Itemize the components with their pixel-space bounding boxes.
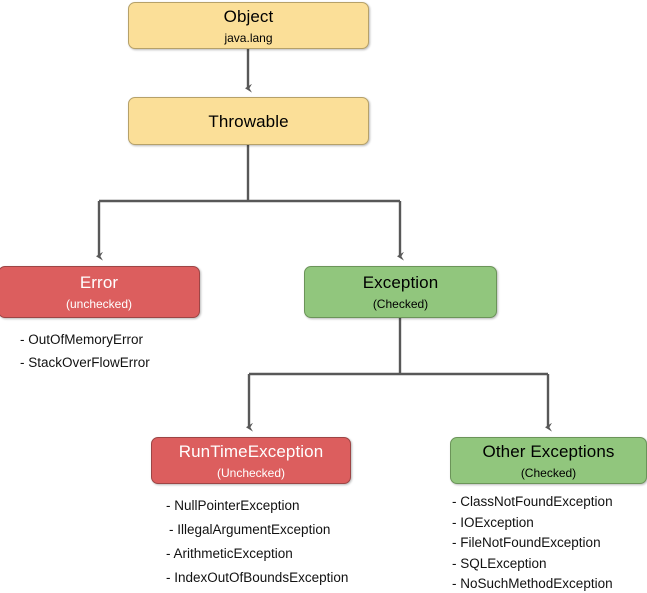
node-object-title: Object xyxy=(223,6,274,26)
list-item: - ArithmeticException xyxy=(166,546,293,561)
runtime-exception-subclass-list: - NullPointerException - IllegalArgument… xyxy=(166,494,348,590)
list-item: - NoSuchMethodException xyxy=(452,576,613,591)
node-other-exceptions-subtitle: (Checked) xyxy=(520,465,577,480)
other-exception-subclass-list: - ClassNotFoundException - IOException -… xyxy=(452,492,613,593)
list-item: - IOException xyxy=(452,514,534,530)
node-object-subtitle: java.lang xyxy=(224,30,273,45)
list-item: - OutOfMemoryError xyxy=(20,332,144,347)
list-item: - ClassNotFoundException xyxy=(452,494,613,509)
node-runtime-exception-subtitle: (Unchecked) xyxy=(216,465,286,480)
node-throwable-title: Throwable xyxy=(208,111,289,131)
list-item: - NullPointerException xyxy=(166,498,300,513)
list-item: - IndexOutOfBoundsException xyxy=(166,570,349,585)
node-exception-title: Exception xyxy=(362,273,439,292)
node-error[interactable]: Error (unchecked) xyxy=(0,266,200,318)
node-exception-subtitle: (Checked) xyxy=(372,297,429,311)
node-runtime-exception-title: RunTimeException xyxy=(178,441,324,461)
error-subclass-list: - OutOfMemoryError - StackOverFlowError xyxy=(20,328,150,374)
node-error-title: Error xyxy=(79,273,119,292)
node-exception[interactable]: Exception (Checked) xyxy=(304,266,497,318)
list-item: - FileNotFoundException xyxy=(452,535,601,550)
node-object[interactable]: Object java.lang xyxy=(128,2,369,49)
node-throwable[interactable]: Throwable xyxy=(128,97,369,145)
node-other-exceptions-title: Other Exceptions xyxy=(482,441,615,461)
node-runtime-exception[interactable]: RunTimeException (Unchecked) xyxy=(151,437,351,484)
node-error-subtitle: (unchecked) xyxy=(65,297,133,311)
list-item: - SQLException xyxy=(452,555,547,571)
list-item: - StackOverFlowError xyxy=(20,355,150,370)
list-item: - IllegalArgumentException xyxy=(169,522,331,537)
node-other-exceptions[interactable]: Other Exceptions (Checked) xyxy=(450,437,647,484)
